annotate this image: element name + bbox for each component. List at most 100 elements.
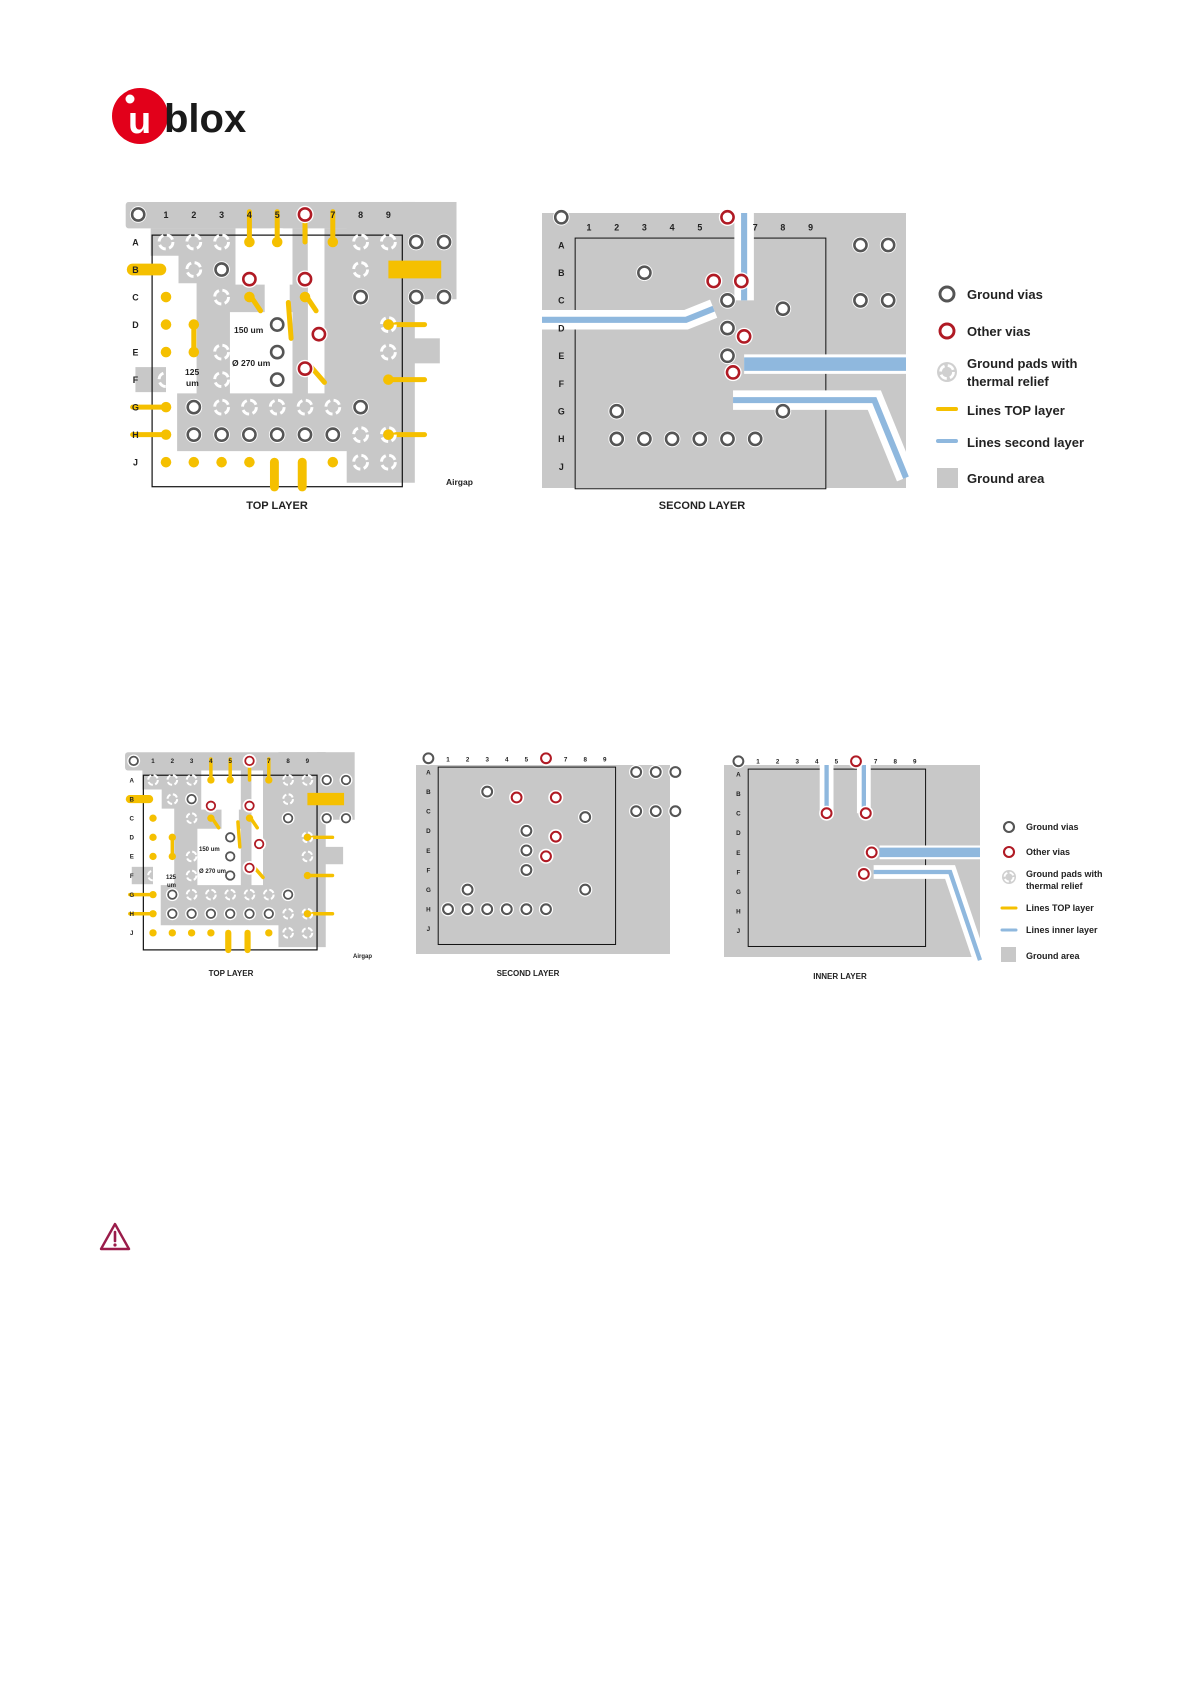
top-pad	[383, 374, 394, 385]
ground-via	[520, 844, 533, 857]
column-label: 3	[219, 210, 224, 220]
row-label: C	[558, 296, 565, 306]
ground-via	[186, 399, 202, 415]
thermal-relief-pad	[224, 888, 237, 901]
top-pad	[383, 429, 394, 440]
dim-125-b-2: um	[167, 883, 176, 889]
thermal-relief-pad	[166, 774, 179, 786]
ground-via	[225, 908, 236, 919]
ground-via	[340, 774, 352, 786]
thermal-relief-pad	[282, 907, 294, 920]
top-pad	[187, 929, 196, 937]
ground-via	[669, 805, 682, 818]
ground-via	[553, 209, 569, 225]
legend-lines-second: Lines second layer	[967, 435, 1084, 450]
ground-via	[880, 293, 896, 308]
legend-thermal-2: thermal relief	[967, 374, 1049, 389]
ground-via	[282, 889, 294, 900]
ground-via	[408, 289, 424, 305]
ground-via	[263, 908, 274, 919]
ground-via	[520, 903, 533, 916]
ground-via	[1002, 820, 1016, 834]
row-label: A	[426, 769, 431, 776]
ground-via	[461, 903, 474, 916]
ground-via	[579, 811, 592, 824]
column-label: 3	[485, 757, 489, 764]
row-label: H	[736, 909, 741, 916]
other-via	[725, 365, 741, 380]
thermal-relief-pad	[301, 927, 314, 939]
ground-via	[637, 431, 652, 447]
top-line-b-right	[388, 260, 442, 279]
dim-150: 150 um	[234, 325, 264, 335]
ground-via	[269, 372, 285, 388]
ground-via	[630, 805, 643, 818]
thermal-relief-pad	[185, 261, 203, 278]
row-label: J	[427, 926, 431, 933]
column-label: 7	[267, 758, 271, 765]
ground-via	[720, 320, 735, 336]
column-label: 8	[583, 757, 587, 764]
other-via	[720, 209, 735, 225]
top-pad	[303, 833, 312, 841]
top-pad	[149, 814, 157, 822]
ground-area-top-col7	[324, 228, 349, 397]
thermal-relief-pad	[379, 316, 397, 333]
ground-via	[167, 908, 178, 919]
ground-area-top-strip	[125, 201, 418, 229]
ground-via	[664, 431, 680, 447]
figure-2-legend	[1000, 819, 1018, 962]
column-label: 2	[776, 759, 780, 766]
ground-via	[720, 348, 735, 364]
legend-other-vias: Other vias	[967, 324, 1031, 339]
dim-125-a-2: 125	[166, 875, 177, 881]
thermal-relief-pad	[147, 774, 159, 786]
column-label: 9	[603, 757, 607, 764]
airgap-cut	[264, 228, 290, 365]
ground-via	[325, 427, 341, 443]
ground-via	[269, 344, 285, 360]
ground-area-top-right-ext	[402, 201, 457, 300]
ground-area-top-col7	[263, 770, 280, 888]
dim-270-2: Ø 270 um	[199, 869, 226, 875]
airgap-label-2: Airgap	[353, 954, 372, 960]
other-via	[549, 830, 562, 843]
thermal-relief-pad	[324, 398, 342, 416]
ground-via	[880, 237, 896, 253]
row-label: H	[132, 430, 138, 440]
column-label: 4	[815, 759, 819, 766]
top-pad	[207, 929, 215, 937]
ground-via	[692, 431, 708, 447]
top-pad	[188, 319, 200, 330]
row-label: C	[426, 809, 431, 816]
column-label: 4	[209, 758, 213, 765]
ground-via	[353, 399, 369, 415]
other-via	[254, 838, 265, 850]
row-label: B	[558, 268, 564, 278]
ground-area-second	[724, 765, 980, 957]
row-label: A	[130, 777, 135, 784]
row-label: B	[426, 789, 431, 796]
ground-via	[167, 889, 178, 900]
row-label: F	[133, 375, 139, 385]
column-label: 7	[564, 757, 568, 764]
ground-via	[609, 403, 625, 419]
top-pad	[160, 456, 172, 468]
legend2-thermal-1: Ground pads with	[1026, 869, 1103, 879]
column-label: 9	[913, 759, 917, 766]
thermal-relief-pad	[185, 233, 203, 251]
ground-via	[186, 908, 197, 919]
row-label: H	[558, 434, 564, 444]
ground-via	[186, 793, 197, 805]
ground-via	[720, 431, 735, 447]
row-label: C	[736, 811, 741, 818]
top-pad	[327, 236, 339, 248]
other-via	[205, 800, 217, 811]
top-pad	[168, 852, 176, 861]
thermal-relief-pad	[296, 398, 314, 416]
row-label: D	[426, 828, 431, 835]
column-label: 5	[835, 759, 839, 766]
thermal-relief-pad	[379, 426, 397, 444]
